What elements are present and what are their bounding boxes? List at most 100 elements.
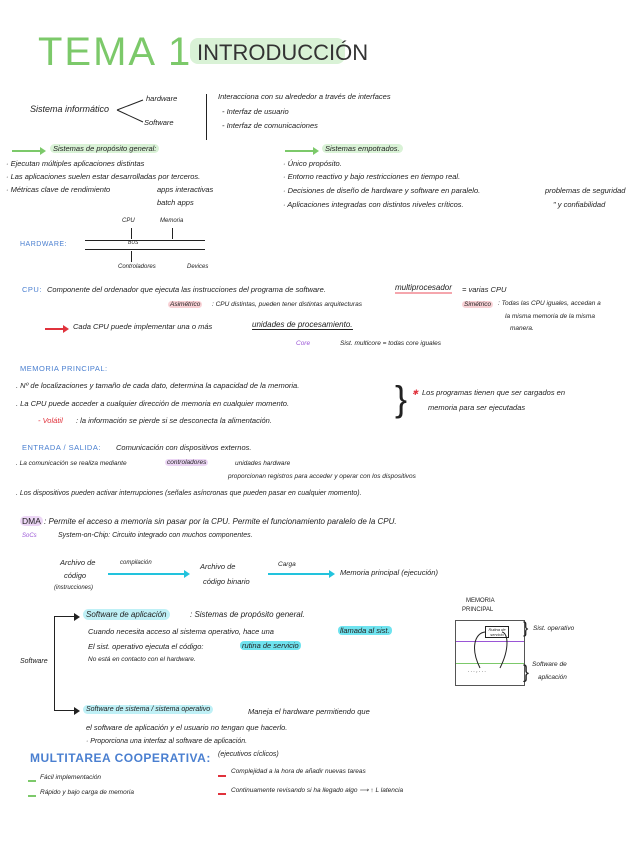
- memoria-heading: MEMORIA PRINCIPAL:: [20, 364, 108, 373]
- asimetrico-text: : CPU distintas, pueden tener distintas …: [212, 301, 362, 308]
- empotrados-item: · Decisiones de diseño de hardware y sof…: [283, 186, 481, 195]
- memoria-item: . Nº de localizaciones y tamaño de cada …: [16, 381, 300, 390]
- membox-app: Software de: [532, 661, 567, 668]
- brace: }: [395, 378, 408, 419]
- compile-arrow: [108, 570, 190, 578]
- software-label: Software: [144, 118, 174, 127]
- con-dash: [218, 775, 226, 777]
- membox-title: MEMORIA: [466, 598, 495, 604]
- sys-line-2: el software de aplicación y el usuario n…: [86, 723, 288, 732]
- membox-app-2: aplicación: [538, 674, 567, 681]
- memoria-item: . La CPU puede acceder a cualquier direc…: [16, 399, 290, 408]
- multiprocesador: multiprocesador: [395, 283, 452, 294]
- membox-so: Sist. operativo: [533, 625, 575, 632]
- purple-line: [456, 641, 524, 642]
- con-dash: [218, 793, 226, 795]
- flow-archivo-binario: Archivo de: [200, 562, 236, 571]
- es-item: . La comunicación se realiza mediante: [16, 460, 127, 467]
- red-arrow: [45, 325, 69, 333]
- hw-cpu: CPU: [122, 218, 135, 224]
- title-highlight: [190, 38, 345, 64]
- asimetrico: Asimétrico: [168, 301, 203, 308]
- load-arrow: [268, 570, 335, 578]
- simetrico-text: : Todas las CPU iguales, accedan a: [498, 300, 601, 307]
- software-bracket: [54, 616, 55, 711]
- membox-title-2: PRINCIPAL: [462, 607, 494, 613]
- hardware-label: hardware: [146, 94, 178, 103]
- hw-devices: Devices: [187, 264, 209, 270]
- simetrico-text-2: la misma memoria de la misma: [505, 313, 595, 320]
- simetrico: Simétrico: [462, 301, 494, 308]
- general-item: · Ejecutan múltiples aplicaciones distin…: [6, 159, 145, 168]
- apps-interactivas: apps interactivas: [157, 185, 214, 194]
- flow-codigo: código: [64, 571, 87, 580]
- cpu-bus-arrow: [131, 228, 132, 239]
- ctrl-bus-arrow: [131, 251, 132, 262]
- nota-programas: Los programas tienen que ser cargados en: [422, 388, 566, 397]
- empotrados-item: · Aplicaciones integradas con distintos …: [283, 200, 464, 209]
- pro-dash: [28, 795, 36, 797]
- controladores: controladores: [165, 459, 209, 466]
- unidades-procesamiento: unidades de procesamiento.: [252, 320, 353, 330]
- green-line: [456, 663, 524, 664]
- pro-item: Rápido y bajo carga de memoria: [40, 789, 134, 796]
- sistema-label: Sistema informático: [30, 104, 110, 114]
- divider: [206, 94, 207, 140]
- software-sistema: Software de sistema / sistema operativo: [83, 705, 214, 714]
- con-item: Complejidad a la hora de añadir nuevas t…: [231, 768, 366, 775]
- title-tema: TEMA 1: [38, 30, 193, 74]
- multitarea-sub: (ejecutivos cíclicos): [218, 751, 279, 758]
- flow-memoria: Memoria principal (ejecución): [340, 568, 438, 577]
- compilacion-label: compilación: [120, 560, 152, 566]
- core-label: Core: [296, 340, 311, 347]
- flow-codigo-binario: código binario: [203, 577, 250, 586]
- dma-text: : Permite el acceso a memoria sin pasar …: [44, 517, 397, 526]
- title-intro: INTRODUCCIÓN: [197, 40, 369, 65]
- software-aplicacion: Software de aplicación: [83, 609, 170, 620]
- app-line-3: No está en contacto con el hardware.: [88, 656, 196, 663]
- software-heading: Software: [20, 658, 48, 665]
- empotrados-item: · Único propósito.: [283, 159, 342, 168]
- unidades-hardware: unidades hardware: [235, 460, 291, 467]
- confiabilidad: " y confiabilidad: [553, 200, 606, 209]
- general-item: · Métricas clave de rendimiento: [6, 185, 111, 194]
- hw-memoria: Memoria: [160, 218, 184, 224]
- con-item: Continuamente revisando si ha llegado al…: [231, 787, 404, 794]
- problemas-seguridad: problemas de seguridad: [545, 186, 626, 195]
- rutina-servicio: rutina de servicio: [240, 641, 301, 650]
- branch-arrows: [116, 99, 144, 123]
- volatil-text: : la información se pierde si se descone…: [76, 416, 272, 425]
- general-item: · Las aplicaciones suelen estar desarrol…: [6, 172, 201, 181]
- cpu-text: Componente del ordenador que ejecuta las…: [47, 285, 326, 294]
- flow-instrucciones: (instrucciones): [54, 585, 94, 591]
- general-heading: Sistemas de propósito general:: [50, 144, 160, 153]
- multicore-text: Sist. multicore = todas core iguales: [340, 340, 441, 347]
- cada-cpu-text: Cada CPU puede implementar una o más: [73, 322, 213, 331]
- nota-programas-2: memoria para ser ejecutadas: [428, 403, 526, 412]
- app-line-1: Cuando necesita acceso al sistema operat…: [88, 627, 274, 636]
- es-heading: ENTRADA / SALIDA:: [22, 443, 101, 452]
- carga-label: Carga: [278, 561, 296, 568]
- socs-label: SoCs: [22, 533, 37, 539]
- simetrico-text-3: manera.: [510, 325, 534, 332]
- rutina-box: Rutina de servicio: [485, 626, 509, 638]
- hw-controladores: Controladores: [118, 264, 156, 270]
- bus-line: [85, 240, 205, 241]
- pro-item: Fácil implementación: [40, 774, 102, 781]
- brace-so: }: [523, 620, 529, 637]
- mem-bus-arrow: [172, 228, 173, 239]
- hw-bus: BUS: [128, 240, 139, 246]
- arrow-sys: [54, 707, 80, 715]
- batch-apps: batch apps: [157, 198, 194, 207]
- llamada-sist: llamada al sist.: [338, 626, 392, 635]
- volatil-label: - Volátil: [38, 416, 63, 425]
- membox-dots: . . . , . . .: [468, 668, 487, 674]
- memory-box: [455, 620, 525, 686]
- es-text: Comunicación con dispositivos externos.: [116, 443, 252, 452]
- cpu-heading: CPU:: [22, 285, 42, 294]
- proporcionan-text: proporcionan registros para acceder y op…: [228, 473, 416, 480]
- multitarea-heading: MULTITAREA COOPERATIVA:: [30, 751, 211, 765]
- pro-dash: [28, 780, 36, 782]
- dma-label: DMA: [20, 516, 43, 526]
